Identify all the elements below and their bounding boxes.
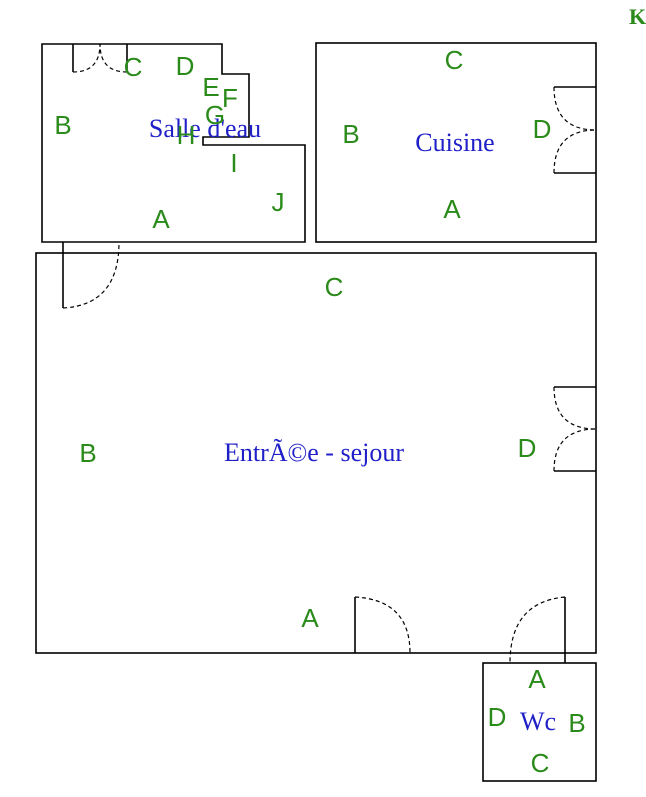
salle-deau-label-c: C (124, 52, 143, 82)
room-name-salle-deau: Salle d'eau (149, 114, 261, 143)
entree-sejour-label-a: A (301, 603, 319, 633)
entree-sejour-door-right (553, 386, 597, 472)
room-entree-sejour: EntrÃ©e - sejour C B D A (35, 241, 597, 654)
salle-deau-label-e: E (202, 72, 219, 102)
wc-door (509, 596, 566, 664)
salle-deau-label-f: F (222, 83, 238, 113)
entree-sejour-label-c: C (325, 272, 344, 302)
room-salle-deau: Salle d'eau C D E F G H B I J A (41, 43, 306, 243)
room-name-entree-sejour: EntrÃ©e - sejour (224, 438, 404, 467)
cuisine-label-b: B (342, 119, 359, 149)
cuisine-door (553, 86, 597, 174)
cuisine-label-d: D (533, 114, 552, 144)
salle-deau-label-h: H (177, 120, 196, 150)
entree-sejour-door-top-left (62, 241, 120, 309)
wc-walls (482, 662, 597, 782)
salle-deau-label-b: B (54, 110, 71, 140)
salle-deau-door (72, 43, 128, 73)
wc-label-b: B (568, 708, 585, 738)
wc-label-a: A (528, 664, 546, 694)
salle-deau-label-i: I (230, 148, 237, 178)
wc-label-c: C (531, 748, 550, 778)
entree-sejour-label-d: D (518, 433, 537, 463)
room-name-wc: Wc (520, 707, 556, 736)
salle-deau-walls (41, 43, 306, 243)
salle-deau-label-a: A (152, 204, 170, 234)
corner-label: K (629, 4, 646, 29)
entree-sejour-label-b: B (79, 438, 96, 468)
salle-deau-label-j: J (272, 187, 285, 217)
salle-deau-label-d: D (176, 51, 195, 81)
cuisine-label-c: C (445, 45, 464, 75)
cuisine-label-a: A (443, 194, 461, 224)
entree-sejour-walls (35, 252, 597, 654)
cuisine-walls (315, 42, 597, 243)
salle-deau-label-g: G (205, 100, 225, 130)
wc-label-d: D (488, 702, 507, 732)
room-cuisine: Cuisine C B D A (315, 42, 597, 243)
room-wc: Wc A D B C (482, 596, 597, 782)
room-name-cuisine: Cuisine (415, 128, 494, 157)
entree-sejour-door-bottom (354, 596, 411, 654)
